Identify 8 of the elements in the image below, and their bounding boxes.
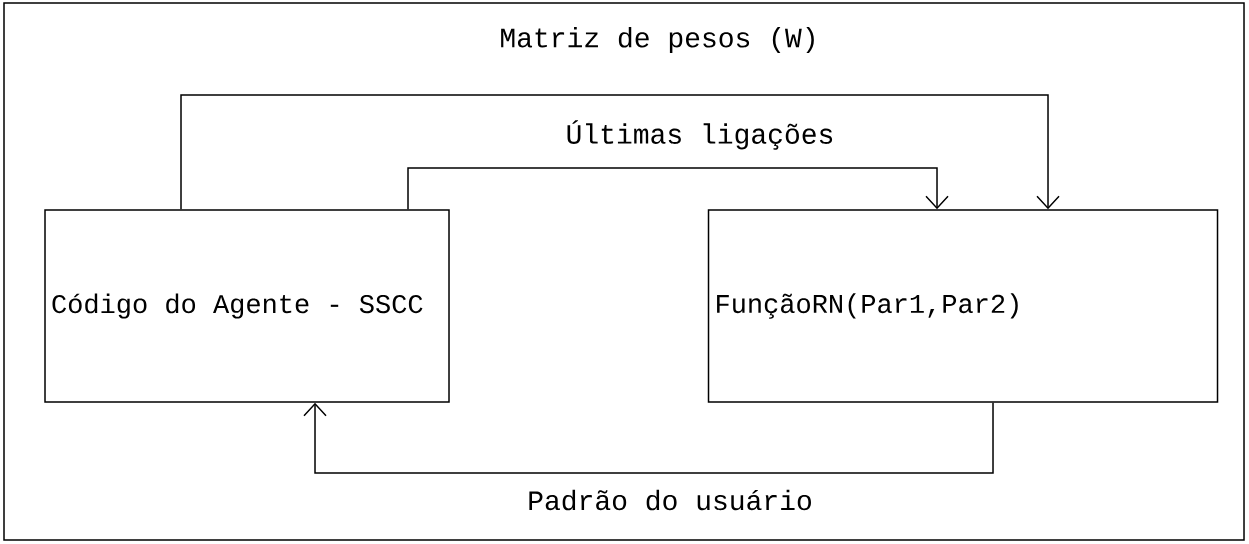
arrow [180,94,1060,210]
process-box: Código do Agente - SSCC [44,209,450,403]
edge-label: Últimas ligações [563,118,837,152]
process-box: FunçãoRN(Par1,Par2) [707,209,1219,403]
edge-label: Padrão do usuário [525,487,815,513]
arrow [303,402,994,474]
edge-label: Matriz de pesos (W) [497,24,821,56]
arrow [407,167,949,210]
